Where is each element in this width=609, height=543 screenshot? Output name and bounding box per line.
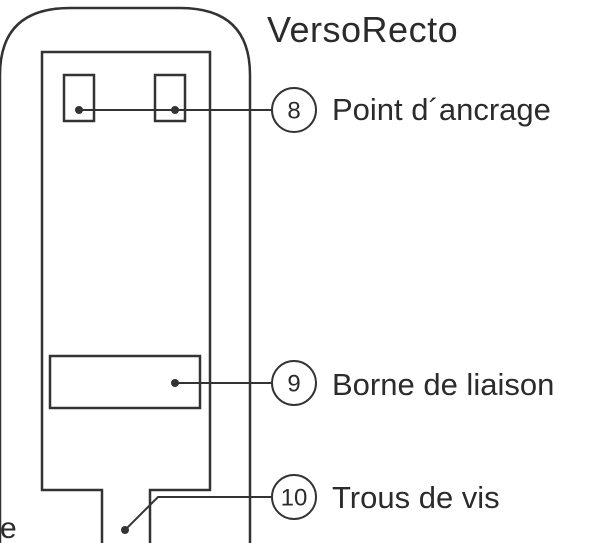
diagram-title: VersoRecto xyxy=(267,9,459,50)
anchor-slot-right xyxy=(153,73,187,123)
callout-badge-10: 10 xyxy=(271,474,317,520)
leader-line-10 xyxy=(124,496,272,531)
callout-number-10: 10 xyxy=(281,485,308,512)
callout-badge-8: 8 xyxy=(271,87,317,133)
anchor-point-dot-right xyxy=(171,106,179,114)
callout-label-anchor-point: Point d´ancrage xyxy=(332,92,551,127)
anchor-point-dot-left xyxy=(75,106,83,114)
callout-number-9: 9 xyxy=(287,371,300,398)
callout-number-8: 8 xyxy=(287,98,300,125)
device-outline xyxy=(0,6,252,543)
inner-panel xyxy=(40,50,212,543)
callout-label-terminal: Borne de liaison xyxy=(332,367,555,402)
anchor-slot-left xyxy=(62,73,96,123)
cropped-label-fragment: e xyxy=(0,512,17,543)
callout-badge-9: 9 xyxy=(271,360,317,406)
screw-hole-dot xyxy=(121,526,129,534)
terminal-dot xyxy=(171,379,179,387)
callout-label-screw-holes: Trous de vis xyxy=(332,480,500,515)
